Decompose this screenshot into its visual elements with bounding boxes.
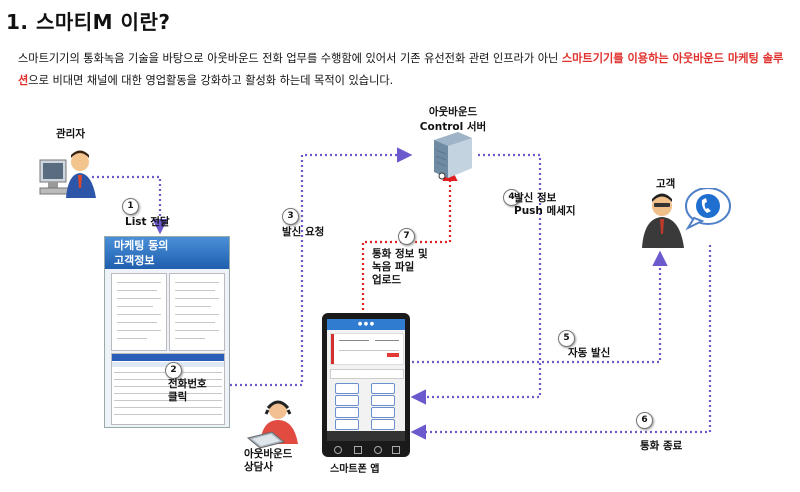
call-controls[interactable] <box>330 369 404 379</box>
step-2-marker: 2 <box>165 362 182 379</box>
phone-action-button[interactable] <box>371 395 395 406</box>
agent-label: 아웃바운드 상담사 <box>244 448 292 474</box>
step-3-label: 발신 요청 <box>282 226 325 238</box>
step-3-marker: 3 <box>282 208 299 225</box>
description-highlight: 스마트기기를 이용하는 아웃바운드 마케팅 솔루션 <box>18 52 784 87</box>
admin-label: 관리자 <box>56 128 85 140</box>
consent-form-page-2 <box>169 273 225 351</box>
phone-action-button[interactable] <box>335 407 359 418</box>
step-6-label: 통화 종료 <box>640 440 683 452</box>
panel-header-line1: 마케팅 동의 <box>114 239 169 252</box>
arrow-step-5 <box>412 250 668 364</box>
step-7-label-line1: 통화 정보 및 <box>372 248 428 260</box>
arrow-step-4 <box>410 153 542 405</box>
agent-icon <box>246 400 298 449</box>
step-2-label-line1: 전화번호 <box>168 378 207 390</box>
step-4-label: 발신 정보 Push 메세지 <box>514 192 576 218</box>
server-label-line1: 아웃바운드 <box>428 106 478 118</box>
phone-action-button[interactable] <box>335 383 359 394</box>
step-7-label: 통화 정보 및 녹음 파일 업로드 <box>372 248 428 287</box>
phone-action-button[interactable] <box>371 419 395 430</box>
customer-info-panel: 마케팅 동의 고객정보 <box>104 236 230 428</box>
step-4-marker: 4 <box>503 189 520 206</box>
server-icon <box>434 132 472 180</box>
step-2-label-line2: 클릭 <box>168 391 188 403</box>
phone-nav-bar <box>327 431 405 441</box>
phone-action-button[interactable] <box>335 395 359 406</box>
step-1-marker: 1 <box>122 198 139 215</box>
phone-action-button[interactable] <box>371 383 395 394</box>
description: 스마트기기의 통화녹음 기술을 바탕으로 아웃바운드 전화 업무를 수행함에 있… <box>18 48 788 92</box>
step-7-marker: 7 <box>398 228 415 245</box>
admin-icon <box>39 150 96 198</box>
smartphone-app: ● ● ● <box>322 313 410 457</box>
panel-header-line2: 고객정보 <box>114 254 155 267</box>
phone-label: 스마트폰 앱 <box>330 464 380 475</box>
step-7-label-line3: 업로드 <box>372 274 401 286</box>
step-5-marker: 5 <box>558 330 575 347</box>
step-6-marker: 6 <box>636 412 653 429</box>
customer-icon <box>642 188 731 248</box>
step-1-label: List 전달 <box>125 216 170 228</box>
step-5-label: 자동 발신 <box>568 347 611 359</box>
consent-form-page <box>111 273 167 351</box>
phone-action-button[interactable] <box>335 419 359 430</box>
server-label: 아웃바운드 Control 서버 <box>408 104 498 134</box>
agent-label-line1: 아웃바운드 <box>244 448 293 460</box>
phone-softkeys <box>332 444 400 454</box>
call-info-card <box>330 333 404 365</box>
step-2-label: 전화번호 클릭 <box>168 378 207 404</box>
phone-action-button[interactable] <box>371 407 395 418</box>
description-text: 스마트기기의 통화녹음 기술을 바탕으로 아웃바운드 전화 업무를 수행함에 있… <box>18 52 562 65</box>
arrow-step-3 <box>230 147 413 387</box>
agent-label-line2: 상담사 <box>244 461 273 473</box>
step-4-label-line1: 발신 정보 <box>514 192 557 204</box>
page-title: 1. 스마티M 이란? <box>6 10 171 34</box>
step-4-label-line2: Push 메세지 <box>514 205 576 217</box>
step-7-label-line2: 녹음 파일 <box>372 261 415 273</box>
customer-label: 고객 <box>656 178 676 190</box>
server-label-line2: Control 서버 <box>419 121 487 133</box>
description-text-end: 으로 비대면 채널에 대한 영업활동을 강화하고 활성화 하는데 목적이 있습니… <box>28 74 394 87</box>
phone-screen: ● ● ● <box>327 319 405 441</box>
arrow-step-6 <box>410 245 712 440</box>
panel-header: 마케팅 동의 고객정보 <box>105 237 229 269</box>
app-title-bar: ● ● ● <box>327 319 405 330</box>
